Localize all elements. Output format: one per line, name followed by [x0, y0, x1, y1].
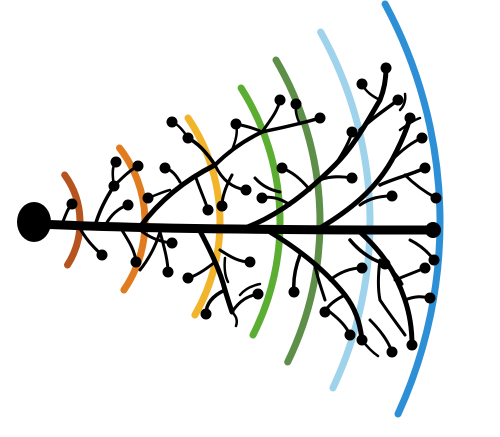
branch-tip-node	[110, 156, 122, 168]
branch-tip-node	[274, 94, 286, 106]
branch-61	[398, 92, 407, 112]
branch-tip-node	[132, 160, 144, 172]
branch-tip-node	[96, 249, 108, 261]
arc-3	[184, 114, 224, 319]
branch-28	[317, 115, 413, 231]
branch-tip-node	[346, 126, 358, 138]
branch-tip-node	[428, 254, 440, 266]
branch-tip-node	[166, 116, 178, 128]
branch-tip-node	[406, 339, 418, 351]
arc-7	[381, 0, 444, 418]
branch-tip-node	[380, 62, 392, 74]
branch-tip-node	[386, 190, 398, 202]
branch-8	[137, 162, 218, 230]
branch-tip-node	[159, 162, 171, 174]
branch-tip-node	[419, 162, 431, 174]
branch-tip-node	[252, 288, 264, 300]
branch-tip-node	[240, 184, 252, 196]
branch-tip-node	[319, 306, 331, 318]
branch-43	[238, 282, 262, 297]
branch-tip-node	[122, 199, 134, 211]
branch-56	[378, 298, 407, 337]
branch-tip-node	[356, 78, 368, 90]
branch-17	[193, 173, 210, 212]
branch-tip-node	[202, 204, 214, 216]
branch-tip-node	[200, 308, 212, 320]
branch-33	[398, 116, 422, 132]
branch-9	[213, 130, 264, 167]
branch-tip-node	[276, 162, 288, 174]
branch-tip-node	[288, 286, 300, 298]
branch-5	[118, 225, 138, 264]
branch-tip-node	[346, 172, 358, 184]
main-trunk	[35, 219, 438, 235]
branch-tip-node	[290, 98, 302, 110]
branch-tip-node	[424, 292, 436, 304]
branch-tip-node	[130, 256, 142, 268]
branch-48	[313, 264, 327, 302]
branch-tip-node	[356, 262, 368, 274]
branch-58	[368, 318, 394, 354]
branch-59	[360, 338, 380, 358]
branch-44	[223, 256, 230, 284]
branch-tip-node	[162, 266, 174, 278]
branch-tip-node	[244, 256, 256, 268]
branch-tip-node	[314, 112, 326, 124]
branch-tip-node	[416, 132, 428, 144]
branch-32	[403, 173, 438, 200]
branch-47	[292, 253, 302, 294]
branch-tip-node	[344, 329, 356, 341]
branch-tip-node	[430, 192, 442, 204]
branch-41	[230, 310, 239, 328]
branch-63	[253, 176, 282, 194]
trunk-end-node	[425, 222, 441, 238]
root-node	[17, 202, 51, 242]
branch-tip-node	[182, 272, 194, 284]
branch-36	[138, 230, 162, 272]
branch-20	[230, 122, 239, 152]
branch-21	[242, 65, 389, 231]
branch-tip-node	[142, 192, 154, 204]
branch-55	[377, 258, 382, 302]
arc-5	[272, 56, 324, 366]
branch-35	[158, 230, 170, 274]
branch-tip-node	[256, 192, 268, 204]
branch-tip-node	[386, 346, 398, 358]
colored-arcs	[61, 0, 444, 418]
branch-tip-node	[66, 198, 78, 210]
branch-tip-node	[166, 237, 178, 249]
branch-tip-node	[216, 200, 228, 212]
branch-tip-node	[419, 262, 431, 274]
branching-tree	[17, 62, 442, 358]
arc-6	[317, 28, 374, 392]
branch-3	[93, 184, 116, 228]
arc-1	[61, 171, 84, 269]
branch-tip-node	[392, 94, 404, 106]
